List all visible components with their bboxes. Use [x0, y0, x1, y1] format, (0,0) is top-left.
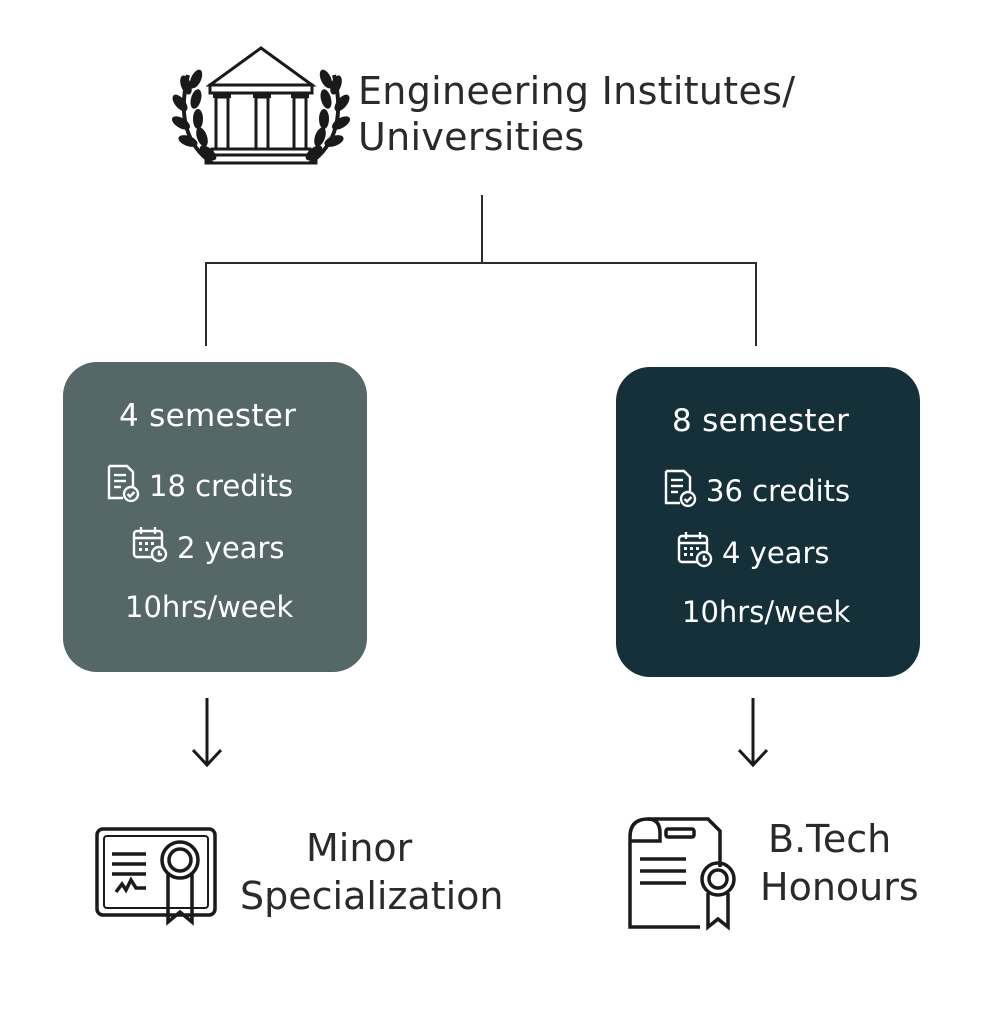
- connector-left-drop: [205, 262, 207, 346]
- page-title: Engineering Institutes/ Universities: [358, 68, 795, 160]
- connector-stem: [481, 195, 483, 263]
- credits-label: 36 credits: [706, 473, 851, 508]
- duration-label: 2 years: [177, 530, 285, 565]
- calendar-clock-icon: [131, 525, 169, 570]
- outcome-btech-honours: B.Tech Honours: [760, 815, 919, 911]
- outcome-line-1: Minor: [306, 826, 413, 870]
- program-card-honours: 8 semester 36 credits: [616, 367, 920, 677]
- duration-row: 4 years: [676, 530, 829, 575]
- calendar-clock-icon: [676, 530, 714, 575]
- outcome-line-1: B.Tech: [768, 817, 892, 861]
- title-line-1: Engineering Institutes/: [358, 69, 796, 113]
- duration-label: 4 years: [722, 535, 830, 570]
- university-building-icon: [171, 45, 351, 167]
- credits-row: 18 credits: [105, 462, 293, 509]
- document-badge-icon: [626, 815, 746, 939]
- credits-label: 18 credits: [149, 468, 294, 503]
- title-line-2: Universities: [358, 115, 585, 159]
- credits-row: 36 credits: [662, 467, 850, 514]
- arrow-down-icon: [187, 694, 227, 772]
- outcome-line-2: Specialization: [240, 874, 504, 918]
- duration-row: 2 years: [131, 525, 284, 570]
- connector-horizontal: [205, 262, 757, 264]
- arrow-down-icon: [733, 694, 773, 772]
- hours-per-week: 10hrs/week: [125, 590, 294, 624]
- outcome-line-2: Honours: [760, 865, 919, 909]
- connector-right-drop: [755, 262, 757, 346]
- outcome-minor-specialization: Minor Specialization: [240, 824, 504, 920]
- document-check-icon: [662, 467, 698, 514]
- semester-count: 8 semester: [672, 403, 850, 439]
- certificate-ribbon-icon: [94, 826, 220, 938]
- hours-per-week: 10hrs/week: [682, 595, 851, 629]
- semester-count: 4 semester: [119, 398, 297, 434]
- document-check-icon: [105, 462, 141, 509]
- program-card-minor: 4 semester 18 credits: [63, 362, 367, 672]
